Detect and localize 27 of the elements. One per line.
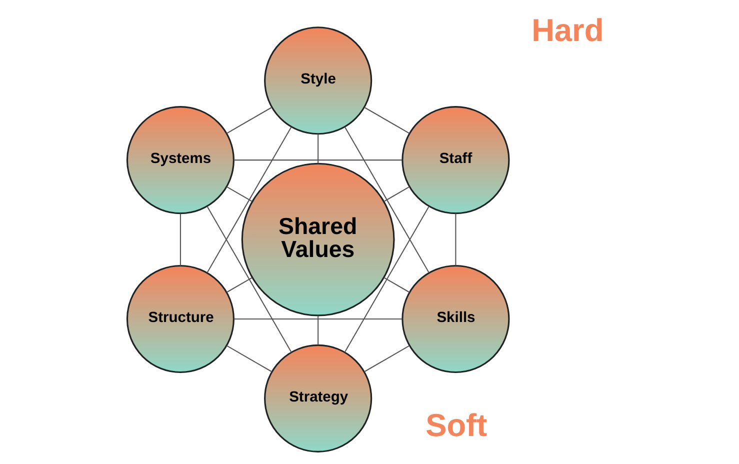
connector [206, 126, 292, 273]
node-circle: Skills [401, 264, 510, 374]
connector [226, 106, 272, 134]
connector [226, 345, 272, 372]
label: Soft [425, 407, 487, 444]
connector [233, 318, 402, 320]
connector [344, 206, 429, 352]
node-circle: Strategy [264, 344, 372, 452]
node-circle: Style [264, 26, 372, 135]
label: Hard [531, 12, 604, 48]
connector [317, 134, 318, 164]
connector [179, 214, 180, 266]
connector [364, 106, 410, 134]
connector [226, 277, 252, 293]
node-circle: Staff [401, 106, 510, 214]
connector [233, 160, 402, 161]
connector [383, 186, 410, 202]
connector [454, 214, 456, 266]
connector [344, 126, 429, 273]
connector [383, 277, 410, 293]
connector [317, 316, 318, 345]
node-circle: Shared Values [240, 162, 394, 316]
connector [364, 345, 410, 372]
node-circle: Systems [126, 106, 234, 214]
connector [206, 206, 292, 352]
node-circle: Structure [126, 264, 234, 374]
connector [226, 186, 252, 202]
